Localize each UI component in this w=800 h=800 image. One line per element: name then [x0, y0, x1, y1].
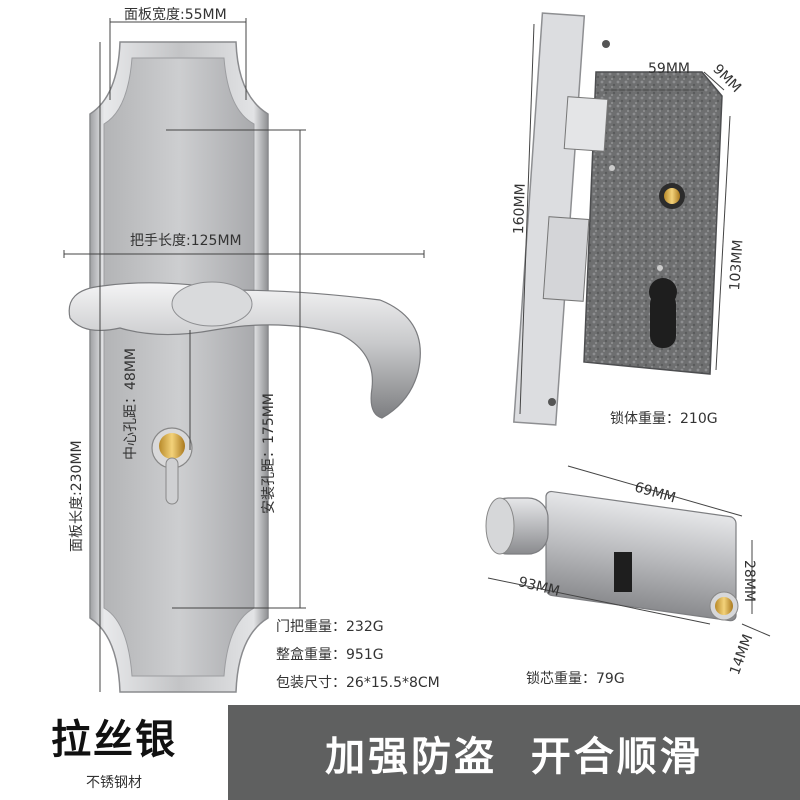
- install-hole-label: 安装孔距：175MM: [261, 393, 277, 514]
- slogan-banner: 加强防盗 开合顺滑: [228, 705, 800, 800]
- handle-weight: 门把重量：232G: [276, 619, 384, 635]
- slogan-text: 加强防盗 开合顺滑: [325, 733, 703, 780]
- finish-badge: 拉丝银 不锈钢材: [0, 705, 228, 800]
- center-hole-label: 中心孔距：48MM: [123, 348, 139, 460]
- package-size: 包装尺寸：26*15.5*8CM: [276, 675, 440, 691]
- panel-width-label: 面板宽度:55MM: [124, 7, 227, 23]
- cylinder-weight: 锁芯重量：79G: [526, 671, 625, 687]
- finish-label: 拉丝银: [51, 717, 177, 763]
- lock-body-weight: 锁体重量：210G: [610, 411, 718, 427]
- material-label: 不锈钢材: [86, 775, 142, 791]
- handle-plate-inner: [103, 57, 255, 677]
- lock-body-height-label: 160MM: [511, 183, 529, 235]
- cylinder-height-label: 28MM: [741, 560, 757, 602]
- handle-length-label: 把手长度:125MM: [130, 233, 242, 249]
- lock-case: [583, 71, 723, 375]
- bottom-banner: 拉丝银 不锈钢材 加强防盗 开合顺滑: [0, 705, 800, 800]
- lock-body-width-label: 59MM: [648, 61, 690, 77]
- lock-cylinder-body: [545, 490, 737, 622]
- lock-body-inner-height-label: 103MM: [727, 239, 747, 292]
- panel-length-label: 面板长度:230MM: [69, 440, 85, 552]
- box-weight: 整盒重量：951G: [276, 647, 384, 663]
